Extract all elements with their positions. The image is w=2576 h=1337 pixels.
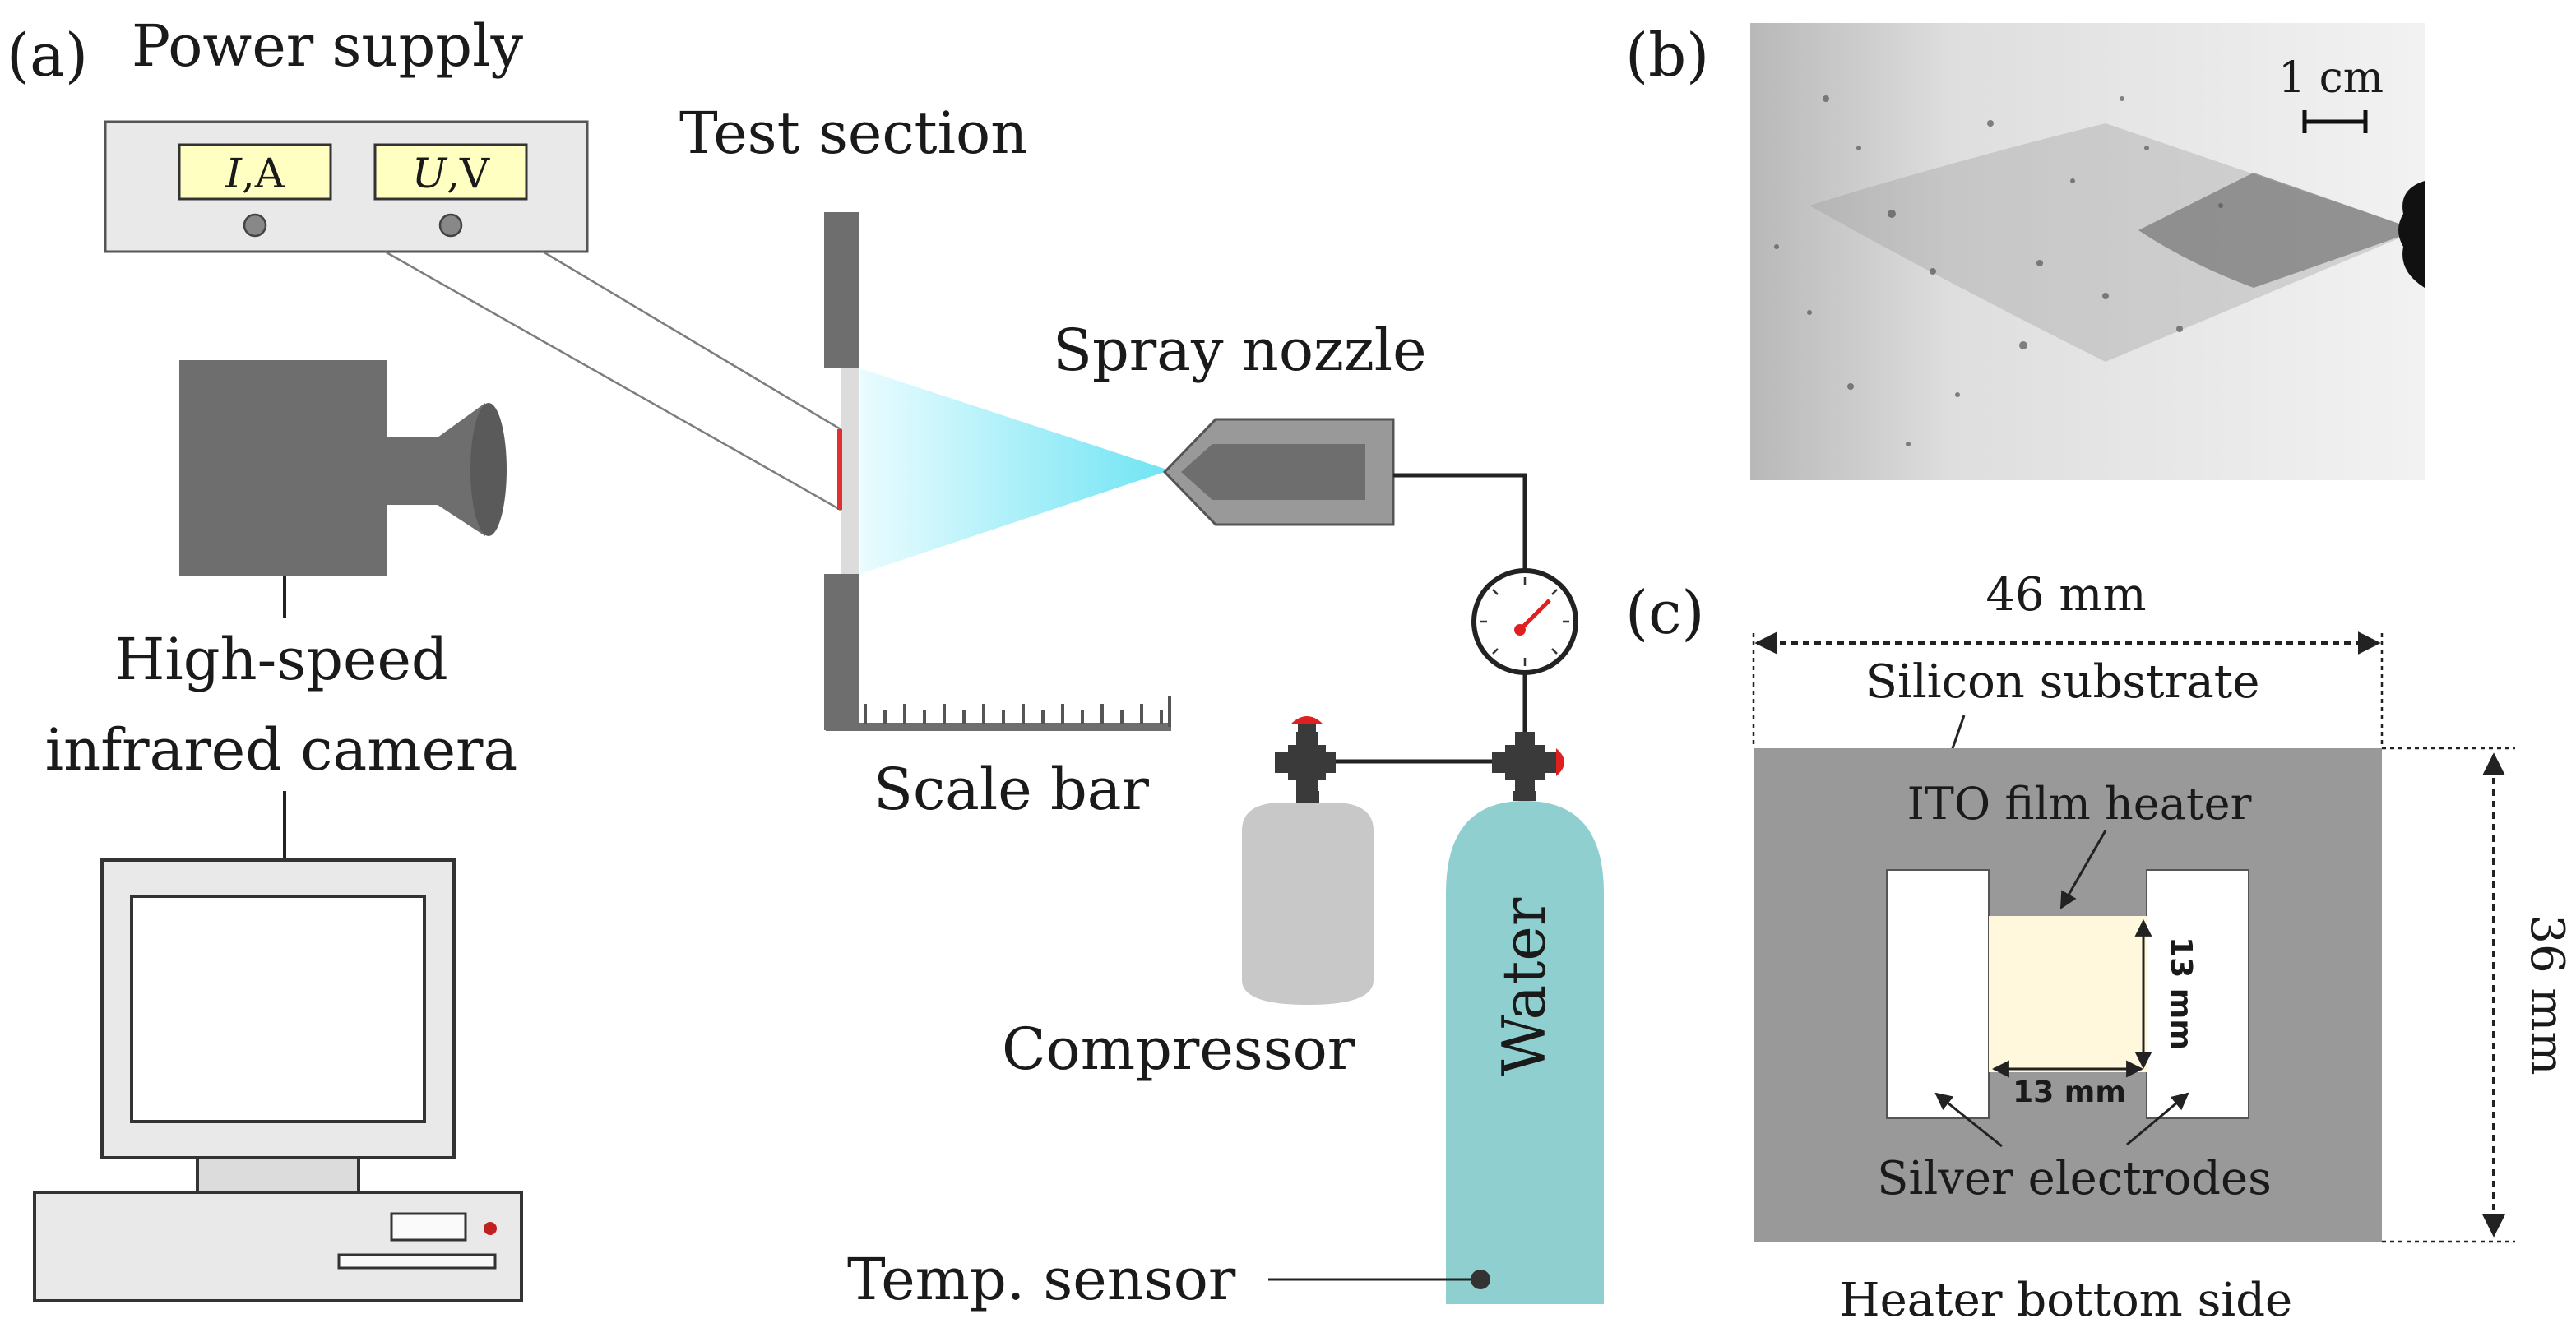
- panel-b-label: (b): [1625, 21, 1709, 90]
- temp-sensor-probe: [1471, 1270, 1490, 1289]
- compressor-label: Compressor: [1002, 1015, 1355, 1083]
- compressor-valve: [1275, 716, 1336, 793]
- left-electrode: [1886, 869, 1990, 1119]
- nozzle-silhouette: [2398, 181, 2425, 288]
- film-width-label: 13 mm: [2013, 1076, 2126, 1109]
- scale-bar-label: Scale bar: [873, 756, 1149, 823]
- water-valve: [1492, 732, 1564, 791]
- heater-strip: [837, 429, 842, 510]
- ito-film: [1989, 916, 2147, 1072]
- panel-c-label: (c): [1625, 578, 1705, 647]
- current-meter-display: [178, 143, 332, 201]
- power-cables: [384, 250, 841, 511]
- photo-scale-bar: [2302, 110, 2368, 133]
- test-section-label: Test section: [679, 99, 1027, 167]
- current-knob: [243, 213, 267, 238]
- heater-caption: Heater bottom side: [1840, 1274, 2292, 1327]
- water-label: Water: [1490, 897, 1559, 1076]
- spray-cone: [860, 368, 1170, 574]
- water-tank: Water: [1446, 791, 1604, 1304]
- photo-scale-label: 1 cm: [2278, 53, 2384, 103]
- voltage-meter-label: U,V: [412, 150, 490, 197]
- monitor-screen: [130, 895, 426, 1123]
- substrate-label: Silicon substrate: [1866, 655, 2260, 709]
- test-section: [824, 212, 859, 730]
- power-led: [484, 1222, 497, 1235]
- width-dimension-label: 46 mm: [1985, 568, 2146, 622]
- film-height-label: 13 mm: [2164, 937, 2198, 1050]
- camera-label-line2: infrared camera: [45, 716, 517, 784]
- pressure-gauge: [1471, 568, 1578, 675]
- panel-a-label: (a): [7, 21, 88, 90]
- compressor-valve-handle: [1291, 716, 1323, 724]
- computer: [33, 858, 523, 1302]
- voltage-symbol: U: [412, 150, 448, 197]
- water-valve-handle: [1556, 748, 1564, 776]
- electrodes-label: Silver electrodes: [1877, 1152, 2272, 1205]
- voltage-meter-display: [373, 143, 528, 201]
- piping: [1323, 473, 1527, 764]
- infrared-camera: [179, 360, 507, 576]
- disk-drive: [390, 1212, 467, 1242]
- monitor-stand: [196, 1156, 360, 1194]
- electrodes-pointer-right: [2126, 1092, 2189, 1146]
- scale-bar: [826, 696, 1171, 731]
- disk-slot: [337, 1253, 497, 1270]
- temp-sensor-label: Temp. sensor: [847, 1246, 1236, 1313]
- power-supply-label: Power supply: [132, 12, 523, 80]
- computer-case: [33, 1191, 523, 1302]
- height-dimension-label: 36 mm: [2520, 914, 2574, 1075]
- voltage-knob: [438, 213, 463, 238]
- voltage-unit: ,V: [447, 150, 490, 197]
- spray-nozzle-label: Spray nozzle: [1053, 317, 1427, 384]
- current-meter-label: I,A: [225, 150, 285, 197]
- electrodes-pointer-left: [1934, 1092, 2003, 1148]
- spray-photograph: [1750, 23, 2425, 480]
- current-unit: ,A: [242, 150, 285, 197]
- camera-label-line1: High-speed: [114, 626, 447, 693]
- gauge-needle: [1518, 599, 1551, 631]
- spray-nozzle: [1162, 418, 1395, 526]
- ito-pointer: [2059, 830, 2107, 909]
- power-supply: I,A U,V: [104, 120, 589, 253]
- compressor-tank: [1242, 791, 1374, 1005]
- ito-label: ITO film heater: [1907, 778, 2252, 830]
- current-symbol: I: [225, 150, 243, 197]
